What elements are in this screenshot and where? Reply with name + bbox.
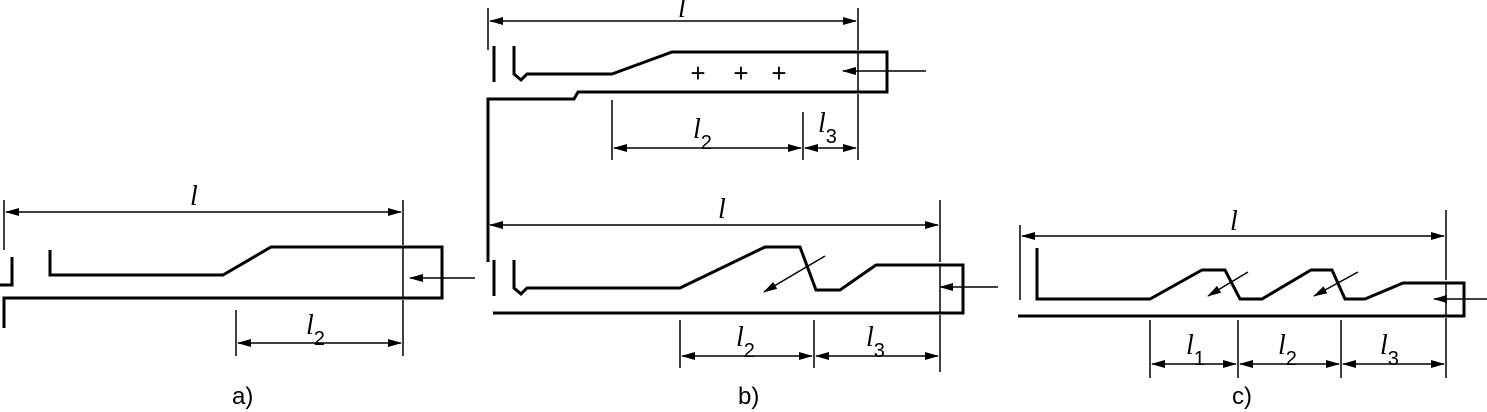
panel-a-label-l: l <box>190 181 198 212</box>
panel-c-vortex-arrow-1 <box>1207 271 1249 297</box>
panel-c-label-l1: l1 <box>1186 330 1205 370</box>
panel-c-caption: c) <box>1232 383 1252 410</box>
panel-a-left-stub <box>0 257 14 287</box>
panel-c-label-l3: l3 <box>1380 330 1399 370</box>
panel-c-dim-l <box>1019 210 1447 300</box>
panel-a-inner-edge <box>2 245 444 328</box>
panel-b-geometry <box>492 245 965 315</box>
panel-b: l l2 l3 b) <box>487 194 998 410</box>
panel-b-top-label-l2: l2 <box>693 114 712 154</box>
panel-b-caption: b) <box>738 383 759 410</box>
panel-b-label-l3: l3 <box>866 322 885 362</box>
panel-b-label-l2: l2 <box>736 322 755 362</box>
panel-c-label-l: l <box>1230 206 1238 237</box>
panel-b-top-label-l: l <box>678 0 686 24</box>
panel-b-top-inner-edge <box>486 46 889 262</box>
panel-b-top-dim-l2-l3 <box>611 94 859 160</box>
panel-b-top-geometry <box>486 46 889 262</box>
panel-b-inner-edge <box>493 245 965 315</box>
panel-c-dim-l1-l3 <box>1149 318 1447 378</box>
panel-a-dim-l <box>3 200 404 250</box>
panel-c-label-l2: l2 <box>1278 330 1297 370</box>
panel-b-top-label-l3: l3 <box>818 108 837 148</box>
panel-b-dim-l2-l3 <box>679 315 941 372</box>
panel-b-dim-l <box>487 200 941 262</box>
panel-b-top-plus-2: + <box>733 58 748 88</box>
panel-a-dim-l2 <box>235 300 404 356</box>
panel-c-inner-edge <box>1018 248 1466 318</box>
panel-a-label-l2: l2 <box>306 310 325 350</box>
panel-a-geometry <box>0 245 444 328</box>
panel-b-vortex-arrow <box>763 255 826 293</box>
panel-b-top-dim-l <box>487 8 859 50</box>
panel-b-top-plus-1: + <box>690 58 705 88</box>
panel-a: l l2 a) <box>0 181 475 410</box>
panel-c-geometry <box>1018 248 1466 318</box>
panel-b-top: + + + l l2 l3 <box>486 0 926 262</box>
panel-b-top-plus-3: + <box>771 58 786 88</box>
panel-c-vortex-arrow-2 <box>1313 271 1359 297</box>
panel-a-caption: a) <box>232 383 253 410</box>
panel-b-label-l: l <box>718 194 726 225</box>
panel-c: l l1 l2 l3 c) <box>1018 206 1487 410</box>
